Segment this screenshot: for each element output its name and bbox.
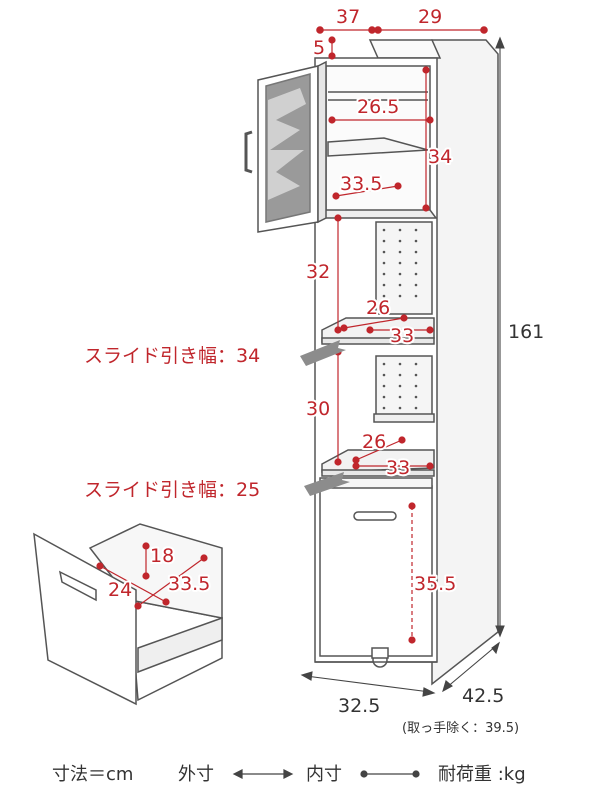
- peg-hole: [398, 384, 402, 388]
- inset-depth-label: 33.5: [168, 573, 210, 595]
- top-height-label: 34: [428, 146, 452, 168]
- peg-hole: [398, 395, 402, 399]
- middle-back-panel: [375, 221, 433, 315]
- peg-hole: [414, 283, 418, 287]
- legend-load: 耐荷重 :kg: [438, 764, 526, 785]
- peg-hole: [414, 406, 418, 410]
- slide-arrows: [300, 340, 350, 496]
- peg-hole: [382, 283, 386, 287]
- inset-height-label: 18: [150, 545, 174, 567]
- peg-hole: [414, 261, 418, 265]
- peg-hole: [414, 362, 418, 366]
- peg-hole: [382, 272, 386, 276]
- top-shelf-width-label: 26.5: [357, 96, 399, 118]
- peg-hole: [398, 362, 402, 366]
- peg-hole: [398, 228, 402, 232]
- legend: 寸法＝cm 外寸 内寸 耐荷重 :kg: [52, 764, 526, 785]
- peg-hole: [414, 239, 418, 243]
- peg-hole: [398, 283, 402, 287]
- lower-height-label: 30: [306, 398, 330, 420]
- door-handle: [244, 130, 253, 174]
- middle-height-label: 32: [306, 261, 330, 283]
- peg-hole: [382, 239, 386, 243]
- peg-hole: [398, 261, 402, 265]
- depth-without-handle-note: (取っ手除く：39.5): [402, 721, 519, 736]
- top-depth-label: 29: [418, 6, 442, 28]
- peg-hole: [414, 384, 418, 388]
- legend-inner: 内寸: [306, 764, 342, 785]
- peg-hole: [414, 272, 418, 276]
- inset-width-label: 24: [108, 579, 132, 601]
- inset-dimension-lines: [96, 542, 208, 610]
- legend-outer: 外寸: [178, 764, 214, 785]
- inset-drawer-bottom: [137, 616, 223, 674]
- top-depth-inner-label: 33.5: [340, 173, 382, 195]
- legend-unit: 寸法＝cm: [52, 764, 133, 785]
- peg-hole: [382, 362, 386, 366]
- overall-height-label: 161: [508, 321, 544, 343]
- peg-hole: [382, 384, 386, 388]
- peg-hole: [382, 294, 386, 298]
- tray-upper-depth-label: 33: [390, 325, 414, 347]
- overall-width-label: 32.5: [338, 695, 380, 717]
- peg-hole: [398, 294, 402, 298]
- peg-holes: [382, 228, 418, 410]
- cabinet-top-panel: [368, 39, 442, 59]
- drawer-inset-illustration: [33, 523, 223, 706]
- cabinet-body: [314, 39, 499, 686]
- slide-label-lower: スライド引き幅：25: [84, 479, 260, 501]
- legend-inner-line: [360, 770, 420, 778]
- peg-hole: [398, 250, 402, 254]
- peg-hole: [414, 228, 418, 232]
- peg-hole: [382, 406, 386, 410]
- peg-hole: [382, 250, 386, 254]
- inset-drawer-handle: [58, 570, 97, 602]
- drawer-height-label: 35.5: [414, 573, 456, 595]
- peg-hole: [414, 294, 418, 298]
- overall-dimension-lines: [300, 36, 505, 697]
- slide-label-upper: スライド引き幅：34: [84, 345, 260, 367]
- peg-hole: [382, 228, 386, 232]
- overall-depth-label: 42.5: [462, 685, 504, 707]
- open-door: [244, 60, 327, 233]
- peg-hole: [398, 239, 402, 243]
- lower-back-panel: [375, 355, 433, 417]
- peg-hole: [414, 395, 418, 399]
- peg-hole: [414, 373, 418, 377]
- peg-hole: [382, 395, 386, 399]
- slide-arrow-upper: [300, 340, 346, 366]
- top-width-label: 37: [336, 6, 360, 28]
- slide-arrow-lower: [304, 472, 350, 496]
- legend-outer-arrow: [232, 769, 294, 779]
- peg-hole: [382, 261, 386, 265]
- peg-hole: [398, 406, 402, 410]
- tray-lower-depth-label: 33: [386, 457, 410, 479]
- top-gap-label: 5: [313, 37, 325, 59]
- peg-hole: [398, 272, 402, 276]
- top-shelf: [327, 137, 429, 157]
- inset-drawer-front: [33, 532, 137, 706]
- tray-lower-width-label: 26: [362, 431, 386, 453]
- peg-hole: [398, 373, 402, 377]
- tray-upper-width-label: 26: [366, 297, 390, 319]
- peg-hole: [414, 250, 418, 254]
- peg-hole: [382, 373, 386, 377]
- drawer-handle: [353, 511, 397, 521]
